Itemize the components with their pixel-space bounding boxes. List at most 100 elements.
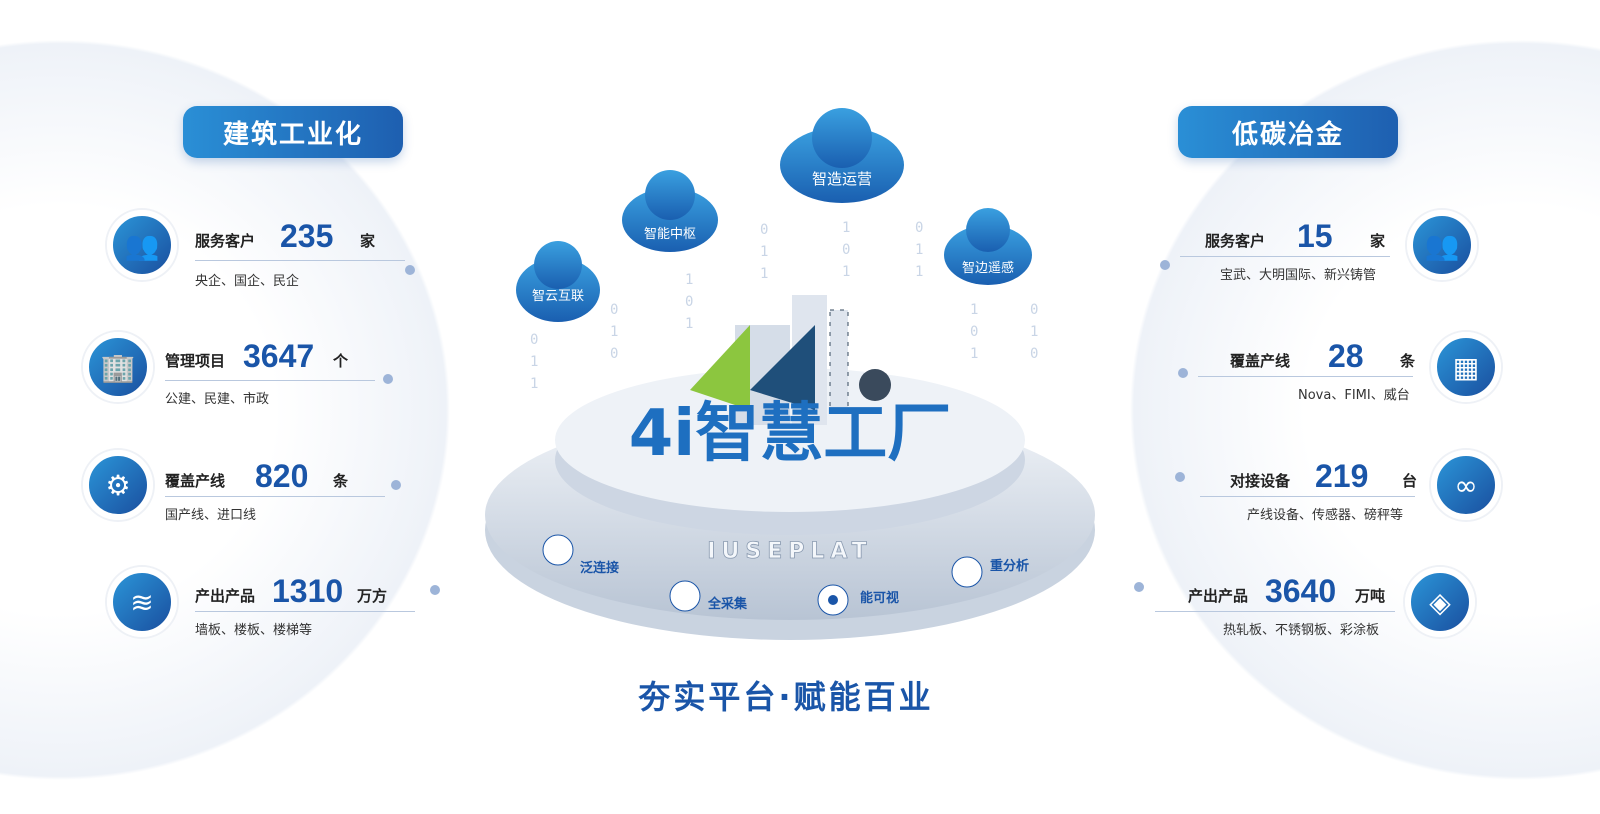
stat-value: 3640: [1265, 573, 1337, 609]
stat-label: 服务客户: [195, 232, 256, 250]
svg-text:1: 1: [915, 264, 923, 280]
connector-dot: [383, 374, 393, 384]
stat-description: 墙板、楼板、楼梯等: [195, 623, 313, 638]
left-stat-item: 👥 服务客户 235 家 央企、国企、民企: [107, 210, 437, 300]
factory-title: 4i智慧工厂: [629, 397, 951, 471]
slogan: 夯实平台·赋能百业: [638, 678, 934, 716]
stat-label: 服务客户: [1205, 232, 1266, 250]
svg-text:智能中枢: 智能中枢: [644, 227, 696, 242]
svg-text:智云互联: 智云互联: [532, 289, 584, 304]
svg-text:1: 1: [530, 376, 538, 392]
svg-text:0: 0: [760, 222, 768, 238]
right-stat-item: 产出产品 3640 万吨 热轧板、不锈钢板、彩涂板 ◈: [1134, 565, 1480, 655]
users-icon: 👥: [107, 210, 177, 280]
stat-value: 28: [1328, 338, 1364, 374]
feature-connectivity: 泛连接: [542, 534, 619, 576]
right-stat-item: 对接设备 219 台 产线设备、传感器、磅秤等 ∞: [1175, 450, 1505, 540]
stat-unit: 条: [1400, 352, 1416, 370]
stat-description: Nova、FIMI、威台: [1298, 388, 1410, 403]
svg-text:智边遥感: 智边遥感: [962, 260, 1014, 276]
connector-dot: [1160, 260, 1170, 270]
stat-description: 产线设备、传感器、磅秤等: [1247, 508, 1404, 523]
svg-text:0: 0: [530, 332, 538, 348]
stat-unit: 万吨: [1355, 587, 1386, 605]
connector-line: [1198, 376, 1413, 377]
stat-label: 管理项目: [165, 352, 226, 370]
right-stat-item: 服务客户 15 家 宝武、大明国际、新兴铸管 👥: [1160, 210, 1490, 300]
svg-text:0: 0: [1030, 302, 1038, 318]
svg-text:1: 1: [610, 324, 618, 340]
feature-visualization: 能可视: [817, 584, 899, 616]
stat-unit: 条: [333, 472, 349, 490]
svg-text:1: 1: [1030, 324, 1038, 340]
stat-unit: 个: [333, 352, 349, 370]
robot-arm-icon: ⚙: [83, 450, 153, 520]
stat-label: 产出产品: [1188, 587, 1249, 605]
layers-icon: ◈: [1405, 567, 1475, 637]
feature-collection: 全采集: [669, 580, 748, 612]
svg-text:0: 0: [915, 220, 923, 236]
connector-line: [1155, 611, 1395, 612]
stat-description: 热轧板、不锈钢板、彩涂板: [1223, 623, 1380, 638]
stat-value: 3647: [243, 338, 315, 374]
stat-description: 宝武、大明国际、新兴铸管: [1220, 268, 1377, 283]
stat-description: 公建、民建、市政: [165, 392, 270, 407]
connector-line: [195, 611, 415, 612]
feature-analysis: 重分析: [951, 556, 1029, 588]
svg-text:0: 0: [842, 242, 850, 258]
connector-dot: [430, 585, 440, 595]
stat-unit: 家: [1370, 232, 1386, 250]
svg-text:智造运营: 智造运营: [812, 170, 872, 188]
svg-text:1: 1: [685, 316, 693, 332]
cloud-smart-edge-sensing: 智边遥感: [944, 208, 1032, 285]
stat-value: 235: [280, 218, 334, 254]
connector-dot: [405, 265, 415, 275]
left-stat-item: ≋ 产出产品 1310 万方 墙板、楼板、楼梯等: [107, 565, 440, 655]
connector-dot: [1178, 368, 1188, 378]
left-stat-item: ⚙ 覆盖产线 820 条 国产线、进口线: [83, 450, 413, 540]
cloud-smart-cloud-connect: 智云互联: [516, 241, 600, 322]
connector-line: [165, 380, 375, 381]
connector-line: [1180, 256, 1390, 257]
connector-dot: [1175, 472, 1185, 482]
svg-text:重分析: 重分析: [990, 558, 1029, 574]
svg-text:0: 0: [610, 346, 618, 362]
cloud-smart-hub: 智能中枢: [622, 170, 718, 252]
stat-label: 对接设备: [1230, 472, 1291, 490]
svg-text:1: 1: [530, 354, 538, 370]
connector-dot: [1134, 582, 1144, 592]
waves-icon: ≋: [107, 567, 177, 637]
left-stat-item: 🏢 管理项目 3647 个 公建、民建、市政: [83, 330, 413, 420]
svg-text:1: 1: [970, 302, 978, 318]
devices-icon: ∞: [1431, 450, 1501, 520]
stat-unit: 家: [360, 232, 376, 250]
svg-text:1: 1: [760, 244, 768, 260]
svg-text:1: 1: [842, 264, 850, 280]
connector-line: [1200, 496, 1415, 497]
cloud-smart-operations: 智造运营: [780, 108, 904, 203]
svg-text:1: 1: [970, 346, 978, 362]
connector-dot: [391, 480, 401, 490]
stat-label: 覆盖产线: [1230, 352, 1291, 370]
platform-name: IUSEPLAT: [707, 539, 872, 564]
svg-text:能可视: 能可视: [860, 590, 899, 606]
svg-text:0: 0: [1030, 346, 1038, 362]
svg-text:1: 1: [760, 266, 768, 282]
production-line-icon: ▦: [1431, 332, 1501, 402]
left-section-title: 建筑工业化: [183, 106, 403, 158]
connector-line: [165, 496, 385, 497]
stat-value: 15: [1297, 218, 1333, 254]
stat-description: 国产线、进口线: [165, 508, 257, 523]
stat-value: 219: [1315, 458, 1369, 494]
svg-text:1: 1: [842, 220, 850, 236]
binary-rain: 011 010 101 011 101 011 101 010: [530, 220, 1038, 392]
right-section-title: 低碳冶金: [1178, 106, 1398, 158]
stat-unit: 台: [1402, 472, 1418, 490]
stat-description: 央企、国企、民企: [195, 274, 300, 289]
stat-label: 覆盖产线: [165, 472, 226, 490]
smart-factory-illustration: 011 010 101 011 101 011 101 010 4i智慧工厂 I…: [485, 108, 1095, 640]
stat-unit: 万方: [357, 587, 388, 605]
building-icon: 🏢: [83, 332, 153, 402]
right-stat-item: 覆盖产线 28 条 Nova、FIMI、威台 ▦: [1178, 330, 1508, 420]
connector-line: [195, 260, 405, 261]
